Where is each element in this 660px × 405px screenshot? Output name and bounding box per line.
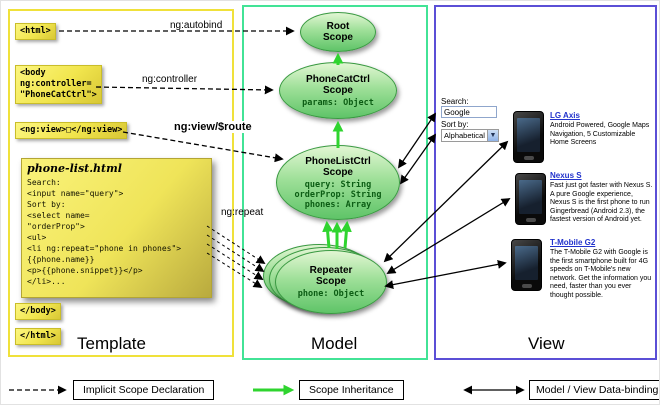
scope-title: Repeater Scope [309,265,353,287]
phone-link[interactable]: Nexus S [550,171,582,180]
sort-select[interactable]: Alphabetical ▼ [441,129,499,142]
phonelistctrl-scope-ellipse: PhoneListCtrl Scope query: String orderP… [276,145,400,220]
sort-by-label: Sort by: [441,120,469,129]
phone-button [523,156,534,160]
scope-properties: params: Object [302,97,374,108]
scope-properties: phone: Object [297,289,365,299]
note-title: phone-list.html [27,162,122,175]
legend-implicit-scope-declaration: Implicit Scope Declaration [73,380,215,400]
phone-list-html-note: phone-list.html Search: <input name="que… [21,158,212,298]
body-open-tag-box: <body ng:controller= "PhoneCatCtrl"> [15,65,102,104]
model-panel-label: Model [311,334,358,353]
ng-autobind-label: ng:autobind [170,20,223,31]
ng-repeat-label: ng:repeat [221,207,264,218]
ng-view-route-label: ng:view/$route [172,121,254,133]
phone-button [525,218,536,222]
phone-image [513,111,544,163]
ng-controller-label: ng:controller [142,74,198,85]
phonecatctrl-scope-ellipse: PhoneCatCtrl Scope params: Object [279,62,397,119]
legend-scope-inheritance: Scope Inheritance [299,380,404,400]
sort-select-value: Alphabetical [444,131,485,140]
scope-title: PhoneCatCtrl Scope [306,73,370,96]
phone-screen [517,118,540,152]
phone-screen [515,246,538,280]
scope-title: Root Scope [322,21,353,43]
search-label: Search: [441,97,469,106]
phone-screen [519,180,542,214]
phone-link[interactable]: LG Axis [550,111,580,120]
phone-link[interactable]: T-Mobile G2 [550,238,596,247]
search-input[interactable] [441,106,497,118]
body-close-tag-box: </body> [15,303,61,320]
note-code: Search: <input name="query"> Sort by: <s… [27,178,182,286]
ng-view-tag-box: <ng:view>□</ng:view> [15,122,128,139]
phone-button [521,284,532,288]
phone-description: The T-Mobile G2 with Google is the first… [550,249,652,299]
repeater-scope-ellipse: Repeater Scope phone: Object [275,250,387,314]
html-close-tag-box: </html> [15,328,61,345]
phone-description: Fast just got faster with Nexus S. A pur… [550,182,653,223]
root-scope-ellipse: Root Scope [300,12,376,52]
template-panel-label: Template [77,334,146,353]
scope-properties: query: String orderProp: String phones: … [294,179,382,210]
view-panel-label: View [528,334,565,353]
dropdown-arrow-icon: ▼ [487,130,498,141]
phone-image [515,173,546,225]
html-open-tag-box: <html> [15,23,56,40]
scope-title: PhoneListCtrl Scope [305,155,371,178]
phone-description: Android Powered, Google Maps Navigation,… [550,122,650,146]
phone-image [511,239,542,291]
legend-model-view-data-binding: Model / View Data-binding [529,380,659,400]
